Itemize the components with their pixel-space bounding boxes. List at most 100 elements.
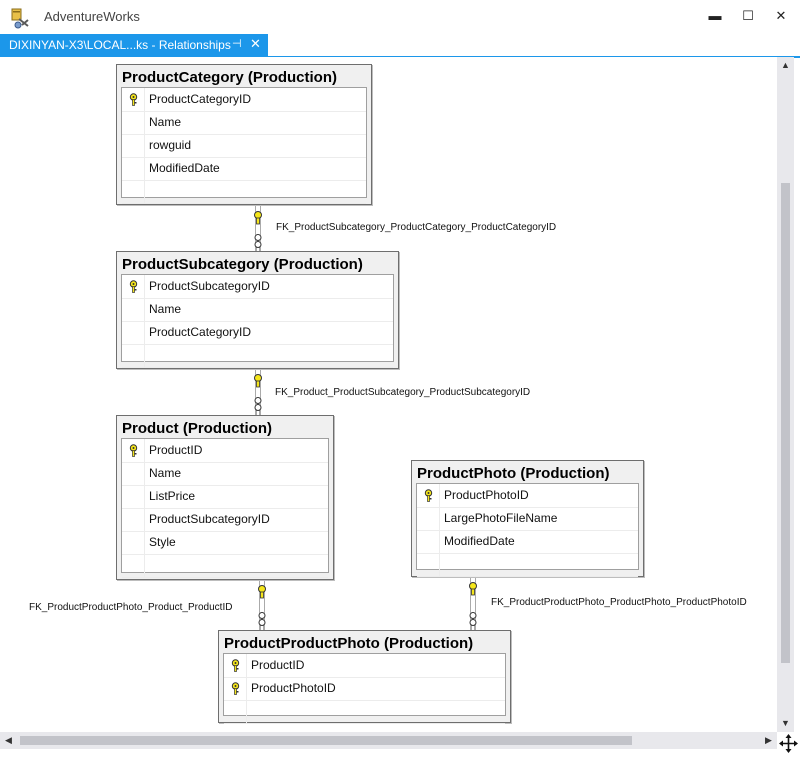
column-row[interactable]: Name [122, 111, 366, 135]
row-selector[interactable] [122, 111, 145, 134]
column-name: Style [149, 535, 176, 549]
row-selector[interactable] [122, 180, 145, 203]
relationship-label-fk1[interactable]: FK_ProductSubcategory_ProductCategory_Pr… [276, 222, 557, 233]
empty-column-row[interactable] [122, 344, 393, 368]
column-row[interactable]: ListPrice [122, 485, 328, 509]
column-row[interactable]: Name [122, 298, 393, 322]
column-grid: ProductID ProductPhotoID [223, 653, 506, 724]
column-name: Name [149, 115, 182, 129]
row-selector[interactable] [122, 508, 145, 531]
horizontal-scroll-thumb[interactable] [20, 736, 632, 745]
row-selector[interactable] [122, 88, 145, 111]
horizontal-scrollbar[interactable]: ◀ ▶ [0, 732, 777, 749]
maximize-button[interactable]: ☐ [742, 8, 754, 23]
scroll-down-icon[interactable]: ▼ [781, 718, 790, 728]
row-selector[interactable] [122, 298, 145, 321]
relationship-label-fk3[interactable]: FK_ProductProductPhoto_Product_ProductID [29, 602, 233, 613]
row-selector[interactable] [224, 700, 247, 723]
row-selector[interactable] [224, 677, 247, 700]
move-cross-icon[interactable] [777, 732, 800, 755]
row-selector[interactable] [417, 530, 440, 553]
column-name: ProductPhotoID [251, 681, 336, 695]
empty-column-row[interactable] [122, 180, 366, 204]
column-row[interactable]: LargePhotoFileName [417, 507, 638, 531]
column-row[interactable]: ProductCategoryID [122, 88, 366, 112]
many-end-infinity-icon [469, 612, 477, 626]
row-selector[interactable] [224, 654, 247, 677]
one-end-key-icon [469, 582, 477, 596]
row-selector[interactable] [122, 485, 145, 508]
column-name: rowguid [149, 138, 192, 152]
relationship-label-fk4[interactable]: FK_ProductProductPhoto_ProductPhoto_Prod… [491, 597, 747, 608]
one-end-key-icon [258, 585, 266, 599]
column-row[interactable]: ProductCategoryID [122, 321, 393, 345]
tab-close-icon[interactable]: ✕ [250, 36, 261, 51]
column-row[interactable]: ProductID [224, 654, 505, 678]
table-product-subcategory[interactable]: ProductSubcategory (Production) ProductS… [116, 251, 399, 369]
many-end-infinity-icon [254, 234, 262, 248]
column-name: ProductSubcategoryID [149, 279, 270, 293]
row-selector[interactable] [417, 484, 440, 507]
scroll-right-icon[interactable]: ▶ [765, 735, 772, 745]
one-end-key-icon [254, 374, 262, 388]
minimize-button[interactable]: ▬ [708, 8, 722, 23]
adventureworks-app-icon [11, 8, 29, 29]
scroll-left-icon[interactable]: ◀ [5, 735, 12, 745]
document-tab-strip: DIXINYAN-X3\LOCAL...ks - Relationships ⊣… [0, 34, 800, 58]
column-row[interactable]: Name [122, 462, 328, 486]
column-name: ListPrice [149, 489, 196, 503]
column-row[interactable]: ProductPhotoID [224, 677, 505, 701]
row-selector[interactable] [122, 321, 145, 344]
window-title: AdventureWorks [44, 9, 140, 24]
scroll-up-icon[interactable]: ▲ [781, 60, 790, 70]
column-row[interactable]: rowguid [122, 134, 366, 158]
row-selector[interactable] [122, 134, 145, 157]
row-selector[interactable] [122, 439, 145, 462]
empty-column-row[interactable] [122, 554, 328, 578]
column-row[interactable]: ModifiedDate [417, 530, 638, 554]
column-name: Name [149, 466, 182, 480]
column-name: ProductCategoryID [149, 325, 252, 339]
row-selector[interactable] [122, 344, 145, 367]
column-name: ModifiedDate [444, 534, 515, 548]
table-title: ProductCategory (Production) [122, 69, 338, 86]
empty-column-row[interactable] [224, 700, 505, 724]
column-row[interactable]: ModifiedDate [122, 157, 366, 181]
column-name: ProductID [149, 443, 203, 457]
column-row[interactable]: ProductSubcategoryID [122, 275, 393, 299]
table-product-product-photo[interactable]: ProductProductPhoto (Production) Product… [218, 630, 511, 724]
row-selector[interactable] [122, 554, 145, 577]
many-end-infinity-icon [258, 612, 266, 626]
vertical-scrollbar[interactable]: ▲ ▼ [777, 57, 794, 732]
vertical-scroll-thumb[interactable] [781, 183, 790, 663]
pin-icon[interactable]: ⊣ [232, 38, 242, 50]
primary-key-icon [128, 93, 139, 106]
row-selector[interactable] [417, 553, 440, 576]
row-selector[interactable] [122, 275, 145, 298]
table-product-category[interactable]: ProductCategory (Production) ProductCate… [116, 64, 372, 205]
empty-column-row[interactable] [417, 553, 638, 577]
column-row[interactable]: ProductPhotoID [417, 484, 638, 508]
diagram-canvas[interactable]: FK_ProductSubcategory_ProductCategory_Pr… [0, 57, 777, 732]
table-product-photo[interactable]: ProductPhoto (Production) ProductPhotoID… [411, 460, 644, 577]
row-selector[interactable] [122, 531, 145, 554]
primary-key-icon [230, 682, 241, 695]
column-row[interactable]: ProductSubcategoryID [122, 508, 328, 532]
close-button[interactable]: ✕ [775, 8, 787, 23]
column-row[interactable]: ProductID [122, 439, 328, 463]
row-selector[interactable] [122, 462, 145, 485]
row-selector[interactable] [417, 507, 440, 530]
relationship-lines [254, 204, 477, 630]
primary-key-icon [128, 280, 139, 293]
row-selector[interactable] [122, 157, 145, 180]
navigation-corner[interactable] [777, 732, 800, 755]
relationship-label-fk2[interactable]: FK_Product_ProductSubcategory_ProductSub… [275, 387, 531, 398]
column-row[interactable]: Style [122, 531, 328, 555]
column-name: ProductPhotoID [444, 488, 529, 502]
tab-relationships[interactable]: DIXINYAN-X3\LOCAL...ks - Relationships ⊣… [0, 34, 268, 56]
column-name: LargePhotoFileName [444, 511, 558, 525]
